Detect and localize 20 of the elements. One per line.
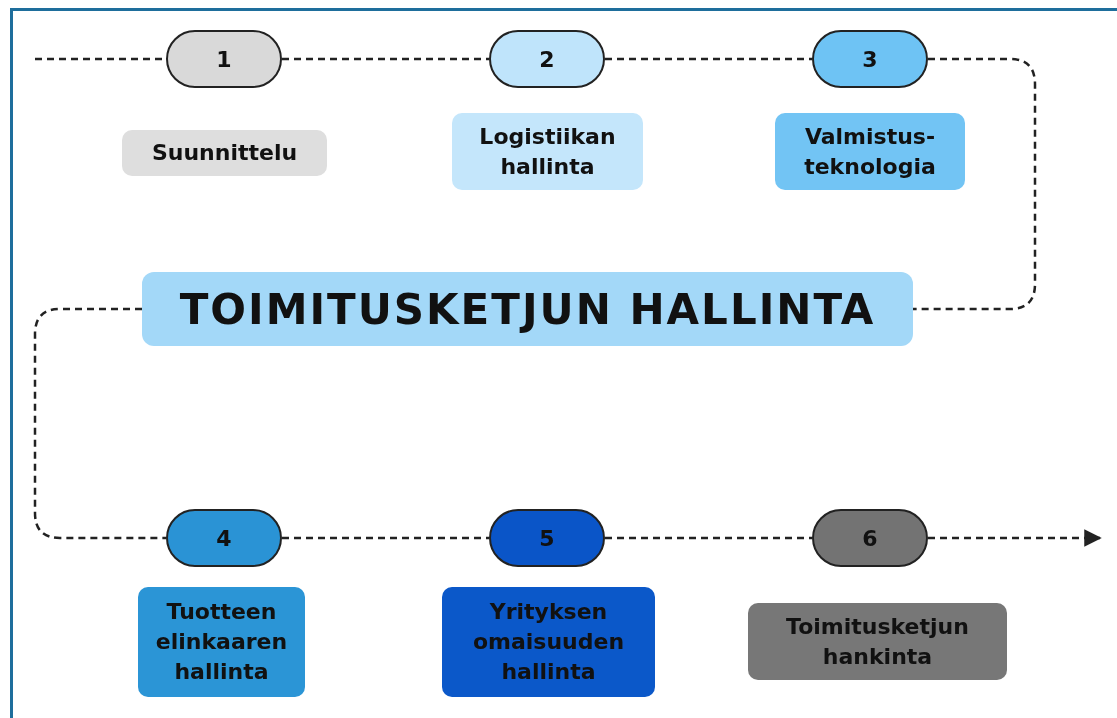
step-number-pill: 4	[166, 509, 282, 567]
step-label-tag: Logistiikan hallinta	[452, 113, 643, 190]
step-label-tag: Toimitusketjun hankinta	[748, 603, 1007, 680]
dashed-arrow	[928, 529, 1102, 547]
step-number-pill: 1	[166, 30, 282, 88]
step-label-tag: Valmistus- teknologia	[775, 113, 965, 190]
step-number-pill: 5	[489, 509, 605, 567]
dashed-connector	[913, 57, 1037, 311]
title-banner: TOIMITUSKETJUN HALLINTA	[142, 272, 913, 346]
step-label-tag: Suunnittelu	[122, 130, 327, 176]
dashed-connector	[282, 536, 489, 540]
step-label-tag: Yrityksen omaisuuden hallinta	[442, 587, 655, 697]
step-label-tag: Tuotteen elinkaaren hallinta	[138, 587, 305, 697]
dashed-connector	[605, 536, 812, 540]
step-number-pill: 6	[812, 509, 928, 567]
dashed-connector	[605, 57, 812, 61]
dashed-connector	[33, 307, 166, 540]
dashed-connector	[282, 57, 489, 61]
step-number-pill: 3	[812, 30, 928, 88]
step-number-pill: 2	[489, 30, 605, 88]
